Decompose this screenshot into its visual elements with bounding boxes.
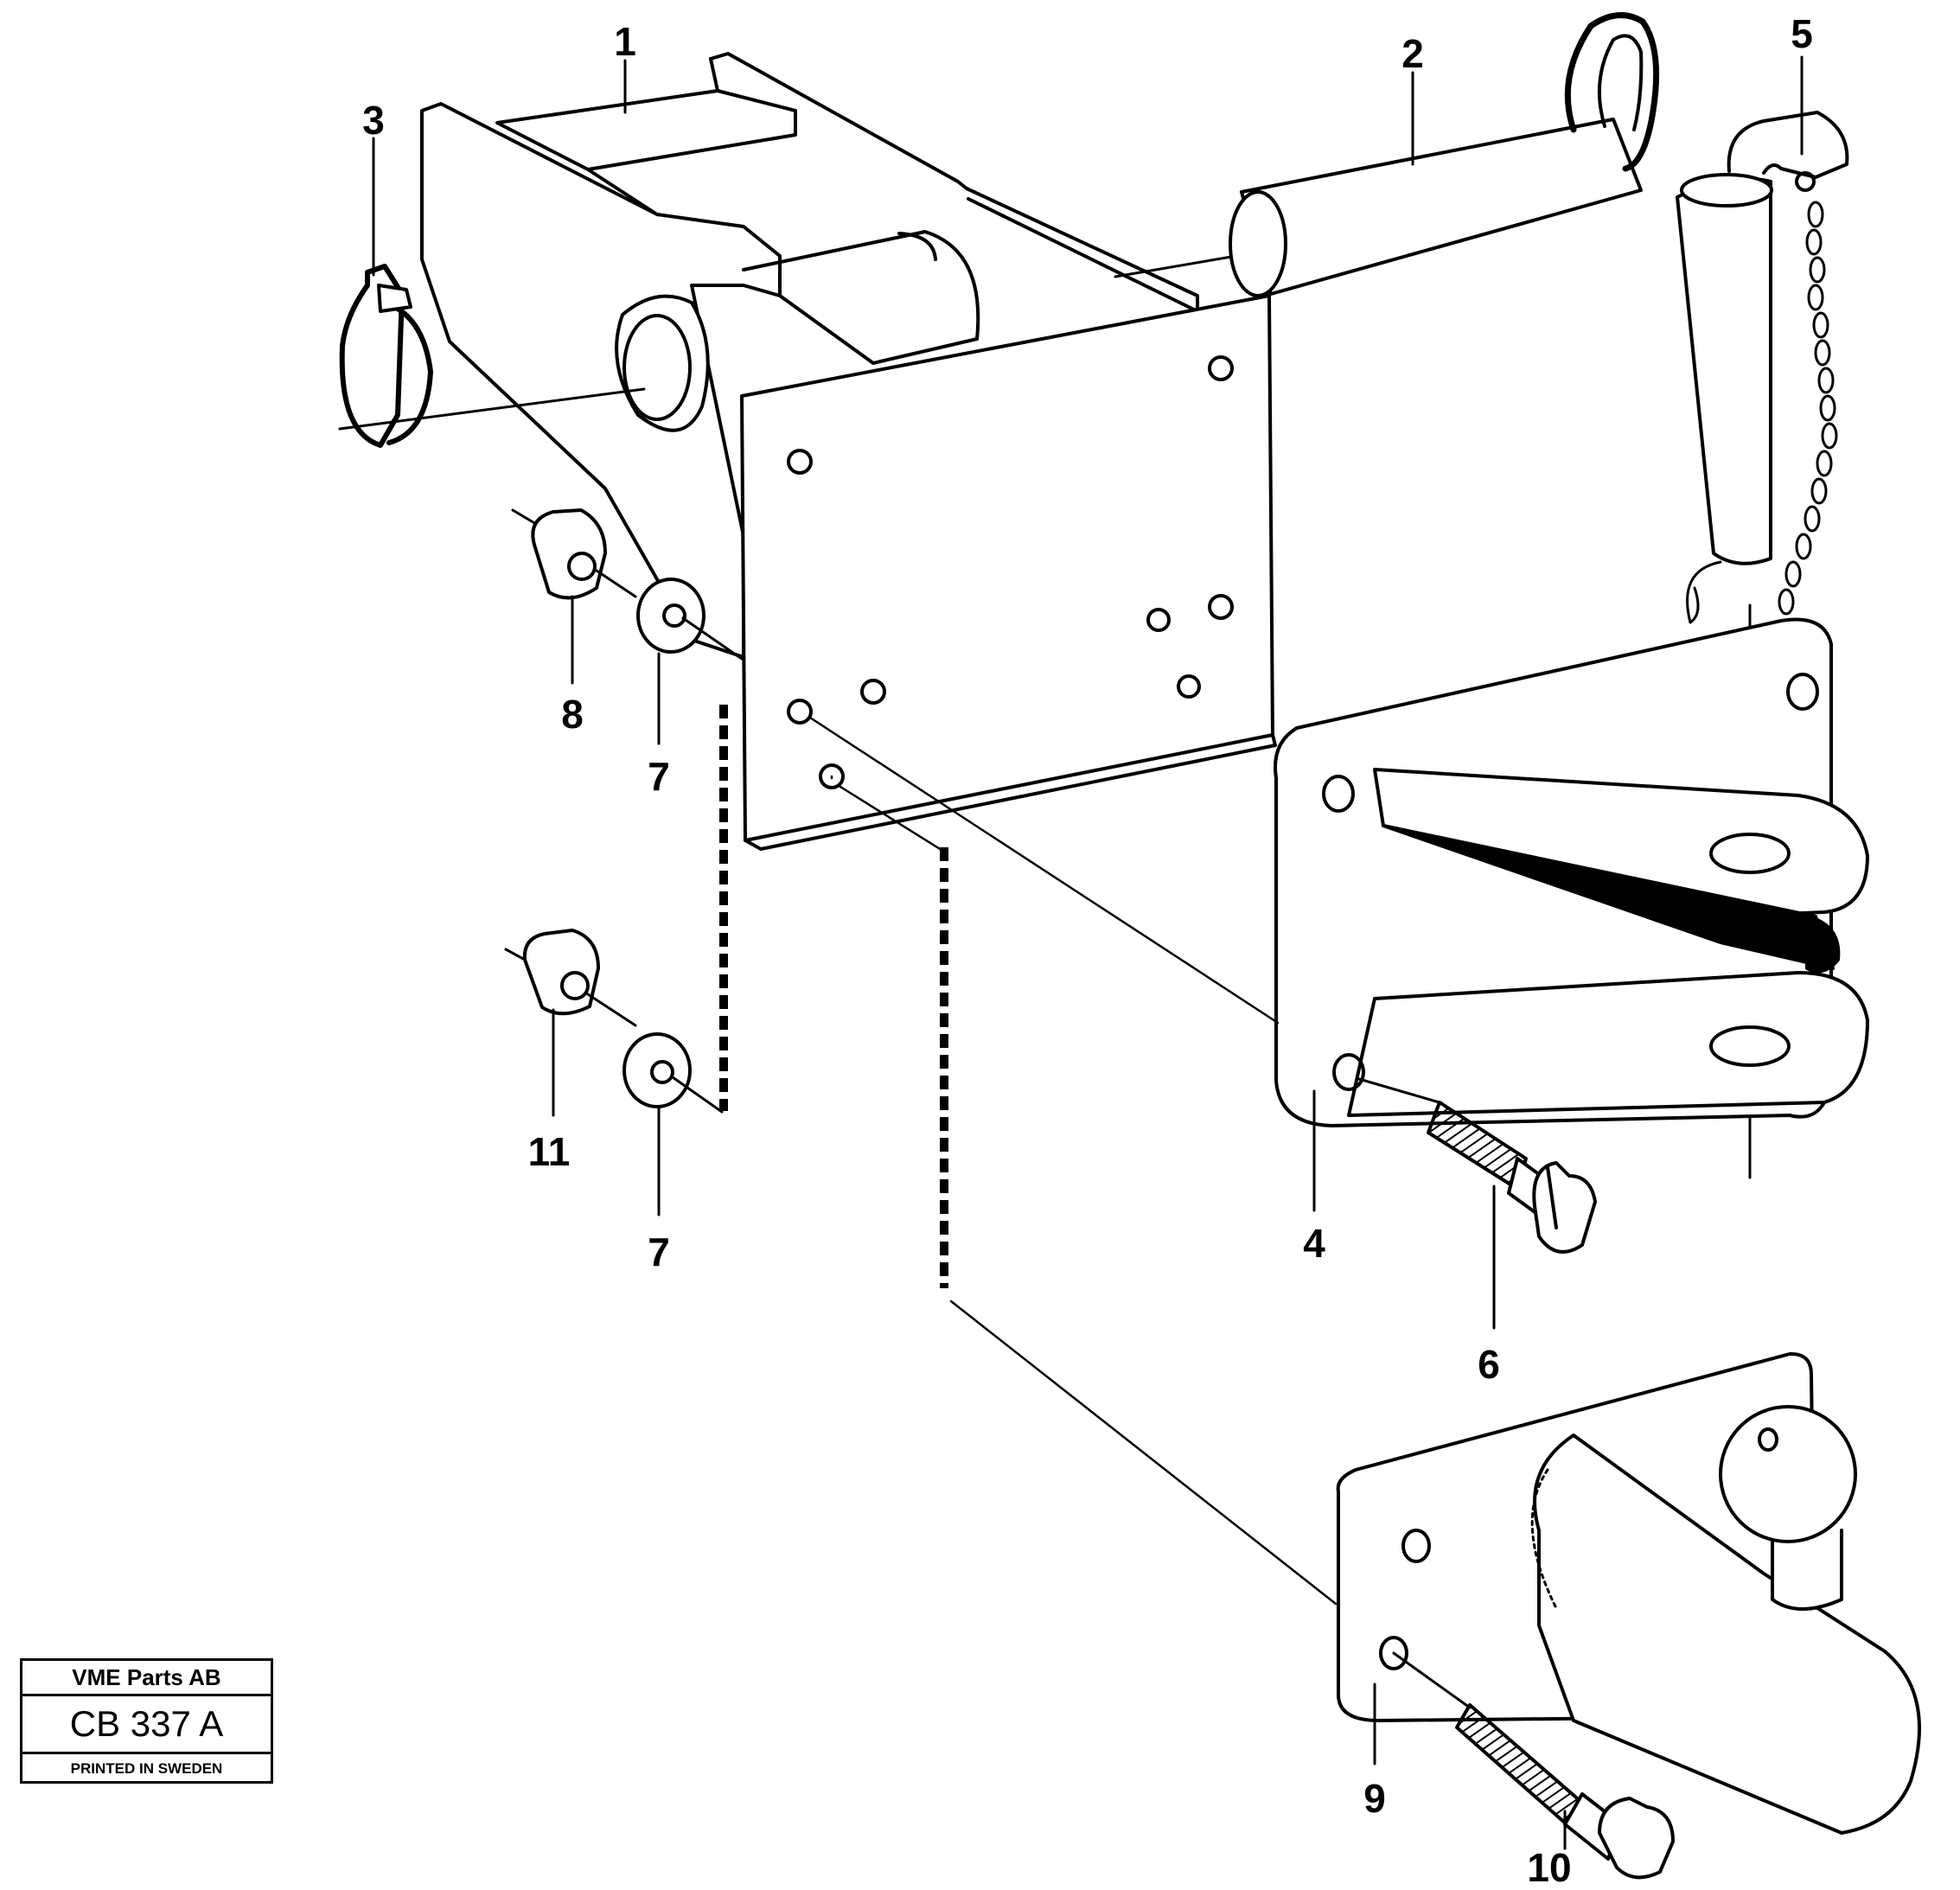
diagram-code: CB 337 A — [22, 1696, 271, 1754]
callout-10: 10 — [1527, 1845, 1571, 1890]
title-block: VME Parts AB CB 337 A PRINTED IN SWEDEN — [20, 1658, 273, 1784]
bracket-frame — [420, 52, 1277, 851]
callout-7-lower: 7 — [648, 1229, 670, 1274]
tow-ball-plate — [1336, 1351, 1921, 1835]
nut-washer-upper — [511, 508, 744, 661]
nut-washer-lower — [504, 929, 724, 1114]
printed-notice: PRINTED IN SWEDEN — [70, 1760, 223, 1777]
callout-4: 4 — [1303, 1221, 1325, 1266]
leader-lines — [808, 716, 1338, 1606]
dashed-guide-lines — [719, 705, 948, 1288]
callout-9: 9 — [1363, 1776, 1386, 1821]
callout-11: 11 — [528, 1129, 571, 1174]
callout-6: 6 — [1478, 1342, 1500, 1387]
callout-8: 8 — [561, 692, 584, 737]
company-name: VME Parts AB — [22, 1661, 271, 1696]
callout-1: 1 — [614, 19, 636, 64]
r-clip — [338, 264, 646, 448]
pin-with-ring — [1114, 12, 1660, 297]
callout-3: 3 — [362, 98, 385, 143]
callout-7-upper: 7 — [648, 754, 670, 799]
callout-leaders — [372, 55, 1804, 1850]
callout-5: 5 — [1791, 11, 1813, 56]
callout-2: 2 — [1401, 31, 1424, 76]
hex-bolt-lower — [1392, 1651, 1675, 1880]
pin-with-chain — [1676, 111, 1849, 1179]
callout-labels: 1 2 3 4 5 6 7 7 8 9 10 11 — [362, 11, 1813, 1890]
hex-bolt — [1357, 1077, 1597, 1254]
clevis-coupling — [1274, 617, 1869, 1127]
